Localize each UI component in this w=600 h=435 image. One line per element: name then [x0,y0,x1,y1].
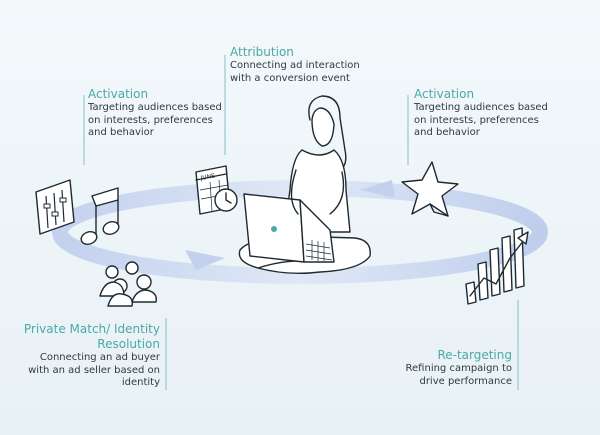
node-title: Activation [88,87,149,101]
node-desc-line: with an ad seller based on [28,364,160,376]
calendar-icon: JUNE [195,165,238,215]
node-desc-line: identity [121,377,160,388]
bar-chart-growth-icon [465,227,529,305]
node-retargeting: Re-targeting Refining campaign to drive … [362,348,512,388]
node-desc-line: Connecting an ad buyer [39,352,160,363]
node-attribution: Attribution Connecting ad interaction wi… [230,45,400,85]
person-with-laptop-icon [238,95,371,275]
node-desc-line: on interests, preferences [414,114,539,126]
node-desc-line: drive performance [419,375,512,387]
node-desc-line: Targeting audiences based [414,102,548,113]
node-desc-line: with a conversion event [230,72,350,84]
node-desc-line: on interests, preferences [88,114,213,126]
node-desc-line: and behavior [88,127,154,138]
node-desc-line: and behavior [414,127,480,138]
node-activation-right: Activation Targeting audiences based on … [414,87,574,140]
node-title-line: Private Match/ Identity [23,322,160,336]
node-private-match: Private Match/ Identity Resolution Conne… [10,322,160,390]
node-title: Re-targeting [437,348,512,362]
star-icon [401,161,459,217]
node-desc-line: Refining campaign to [405,363,512,374]
music-note-icon [80,187,120,245]
node-title: Activation [414,87,475,101]
node-desc-line: Connecting ad interaction [230,60,360,71]
node-title: Attribution [230,45,294,59]
people-group-icon [99,261,157,307]
equalizer-icon [35,179,75,235]
svg-text:JUNE: JUNE [199,173,216,183]
node-desc-line: Targeting audiences based [88,102,222,113]
laptop-screen-dot [271,226,277,232]
node-activation-left: Activation Targeting audiences based on … [88,87,248,140]
node-title-line: Resolution [97,337,160,351]
